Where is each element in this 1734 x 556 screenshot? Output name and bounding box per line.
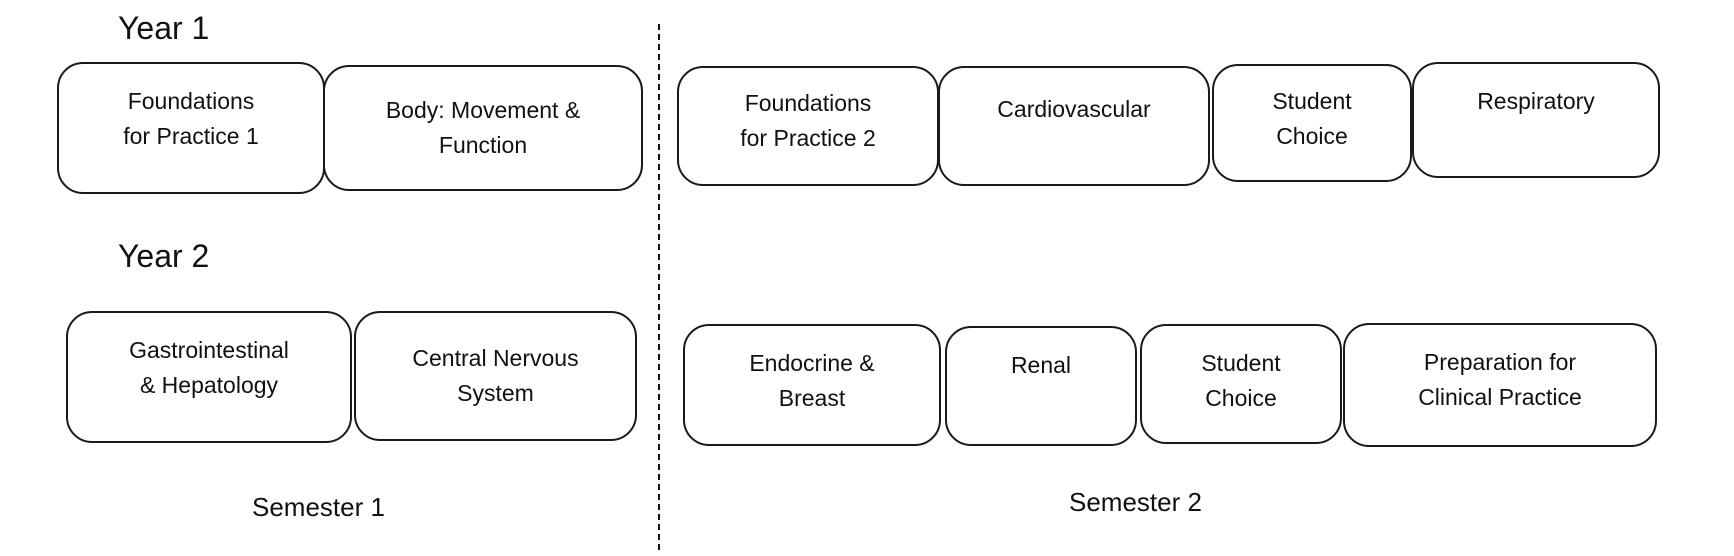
year-2-label: Year 2	[118, 238, 210, 274]
module-cardiovascular: Cardiovascular	[938, 66, 1210, 186]
module-label: Renal	[1010, 352, 1072, 378]
module-label: Student Choice	[1201, 350, 1281, 411]
module-endocrine-breast: Endocrine & Breast	[683, 324, 941, 446]
module-gastrointestinal-hepatology: Gastrointestinal & Hepatology	[66, 311, 352, 443]
module-label: Cardiovascular	[997, 96, 1151, 122]
module-label: Foundations for Practice 1	[123, 88, 259, 149]
year-1-label: Year 1	[118, 10, 210, 46]
module-label: Body: Movement & Function	[385, 97, 581, 158]
module-label: Preparation for Clinical Practice	[1418, 349, 1582, 410]
module-label: Gastrointestinal & Hepatology	[129, 337, 289, 398]
module-label: Respiratory	[1477, 88, 1595, 114]
module-renal: Renal	[945, 326, 1137, 446]
module-preparation-for-clinical-practice: Preparation for Clinical Practice	[1343, 323, 1657, 447]
module-foundations-for-practice-1: Foundations for Practice 1	[57, 62, 325, 194]
semester-2-label: Semester 2	[1069, 487, 1202, 517]
module-student-choice-year-1: Student Choice	[1212, 64, 1412, 182]
module-label: Endocrine & Breast	[749, 350, 875, 411]
module-label: Student Choice	[1272, 88, 1352, 149]
module-body-movement-function: Body: Movement & Function	[323, 65, 643, 191]
module-label: Foundations for Practice 2	[740, 90, 876, 151]
semester-divider	[658, 24, 660, 550]
semester-1-label: Semester 1	[252, 492, 385, 522]
module-respiratory: Respiratory	[1412, 62, 1660, 178]
module-central-nervous-system: Central Nervous System	[354, 311, 637, 441]
module-label: Central Nervous System	[412, 345, 579, 406]
module-foundations-for-practice-2: Foundations for Practice 2	[677, 66, 939, 186]
module-student-choice-year-2: Student Choice	[1140, 324, 1342, 444]
